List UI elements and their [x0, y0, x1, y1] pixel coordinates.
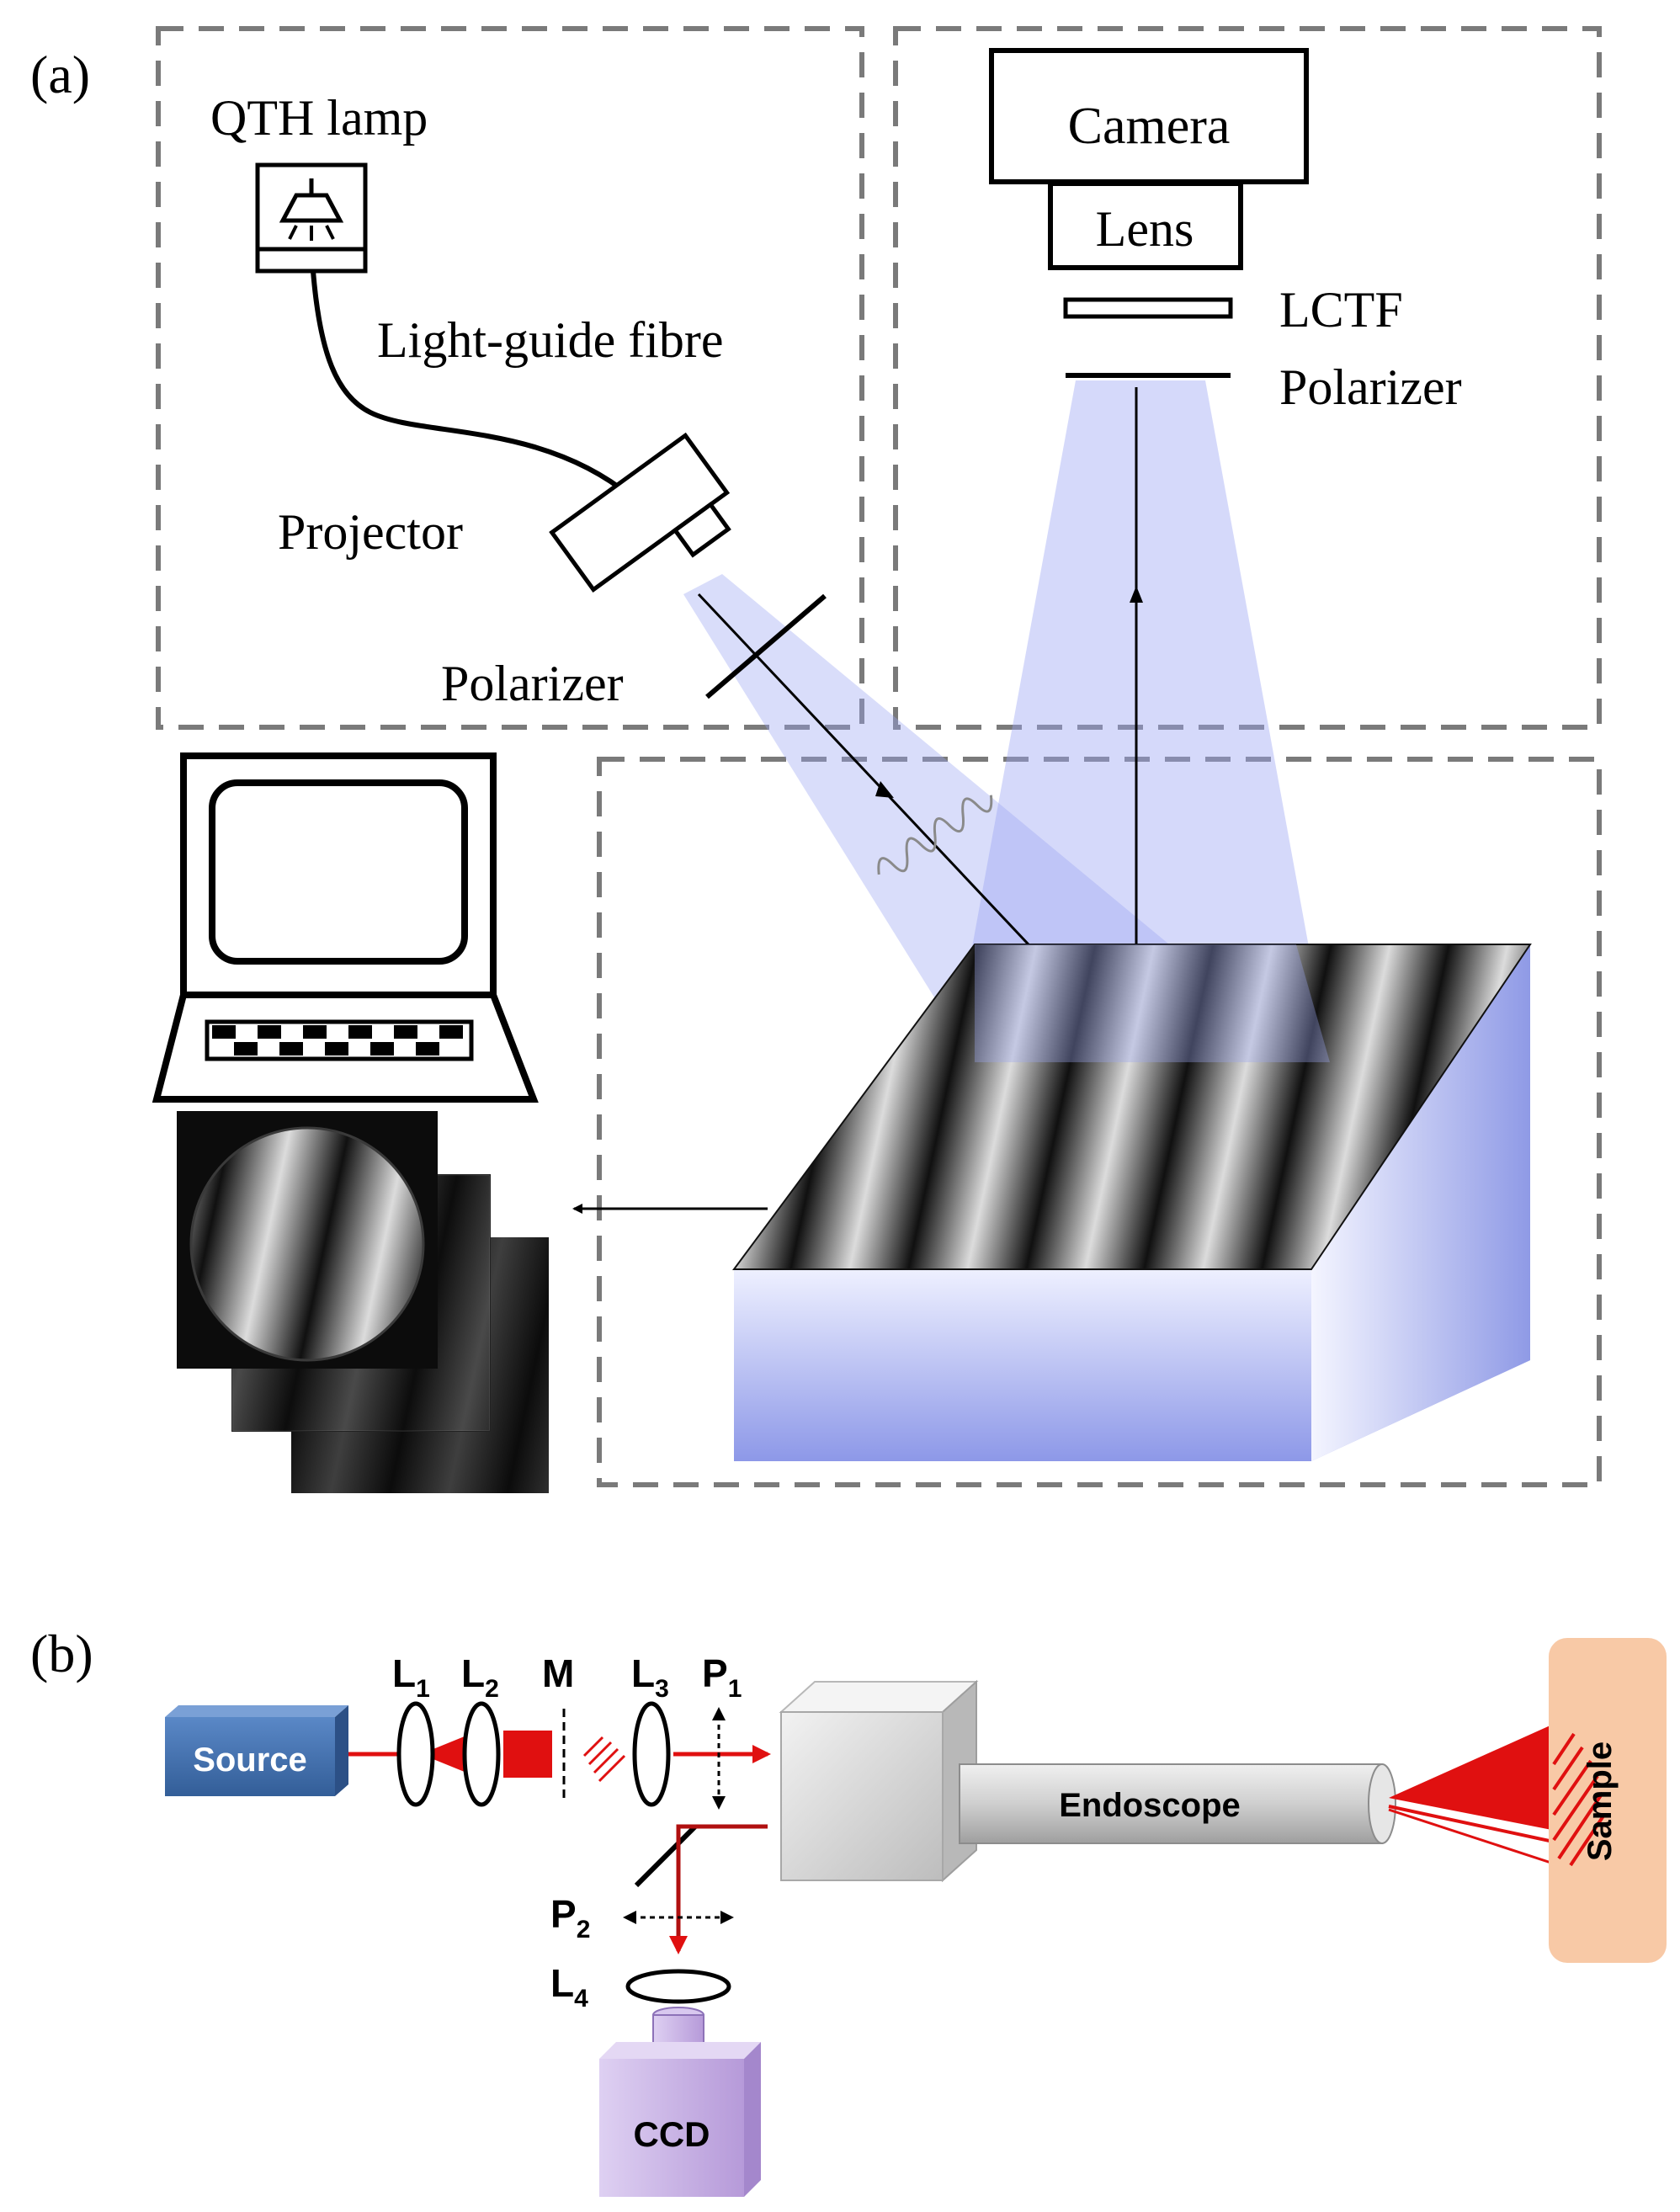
- incident-ray-arrow: [875, 781, 894, 798]
- l4-label: L4: [550, 1961, 588, 2013]
- sample-dashed-box: [597, 757, 1602, 1487]
- panel-a-label: (a): [30, 45, 90, 104]
- beam-expansion-wedge: [421, 1732, 475, 1776]
- camera-dashed-box: [893, 26, 1602, 730]
- reflected-ray-arrow: [1130, 586, 1143, 603]
- mask-fringe-lines: [582, 1736, 626, 1783]
- lens-label: Lens: [1096, 201, 1194, 257]
- light-guide-fibre-label: Light-guide fibre: [377, 312, 724, 368]
- panel-b: (b) Source: [30, 1624, 1667, 2197]
- source-dashed-box: [156, 26, 864, 730]
- captured-image-stack: [177, 1111, 549, 1493]
- p2-label: P2: [550, 1892, 590, 1943]
- camera-polarizer-label: Polarizer: [1279, 359, 1462, 415]
- lens-l3: [632, 1701, 671, 1807]
- l2-label: L2: [461, 1651, 499, 1703]
- source-label: Source: [193, 1741, 307, 1779]
- return-beam: [669, 1824, 768, 1954]
- projector-label: Projector: [278, 504, 463, 560]
- ccd-label: CCD: [634, 2114, 710, 2154]
- beamsplitter: [634, 1824, 698, 1888]
- camera-light-cone: [951, 380, 1330, 1062]
- expanded-beam: [503, 1731, 552, 1778]
- source-polarizer-label: Polarizer: [441, 656, 624, 711]
- projector-icon: [549, 432, 731, 593]
- lens-l4: [625, 1969, 731, 2004]
- endoscope-coupler-cube: [779, 1679, 979, 1883]
- lctf-filter: [1063, 297, 1233, 319]
- l1-label: L1: [392, 1651, 430, 1703]
- endoscope-tube: Endoscope: [959, 1763, 1396, 1844]
- source-polarizer-line: [705, 593, 827, 699]
- panel-a: (a) QTH lamp Light-guide fibre Projector: [30, 26, 1602, 1493]
- laser-source: Source: [165, 1705, 348, 1796]
- lens-l2: [462, 1701, 501, 1807]
- lctf-label: LCTF: [1279, 282, 1403, 338]
- component-labels: L1 L2 M L3 P1 P2 L4: [392, 1651, 742, 2013]
- sample-top-fringes: [734, 944, 1530, 1269]
- p1-label: P1: [702, 1651, 742, 1703]
- computer-icon: [152, 752, 539, 1103]
- sample-block: [732, 944, 1532, 1461]
- m-label: M: [542, 1651, 574, 1695]
- light-guide-fibre-line: [311, 270, 633, 499]
- qth-lamp-icon: [255, 162, 368, 274]
- panel-b-label: (b): [30, 1624, 93, 1683]
- projection-light-cone: [683, 574, 1311, 1062]
- qth-lamp-label: QTH lamp: [210, 90, 428, 146]
- sample-fringe-lines: [1552, 1732, 1606, 1867]
- beam-to-sample: [1389, 1717, 1569, 1833]
- l3-label: L3: [631, 1651, 669, 1703]
- camera-label: Camera: [1068, 98, 1231, 155]
- lens-body: [1048, 181, 1243, 270]
- sample-block-b: Sample: [1549, 1638, 1667, 1963]
- endoscope-label: Endoscope: [1059, 1787, 1241, 1824]
- sinusoidal-wave-icon: [877, 795, 993, 875]
- lens-l1: [396, 1701, 435, 1807]
- ccd-camera: CCD: [599, 2007, 761, 2197]
- sample-label: Sample: [1582, 1741, 1619, 1861]
